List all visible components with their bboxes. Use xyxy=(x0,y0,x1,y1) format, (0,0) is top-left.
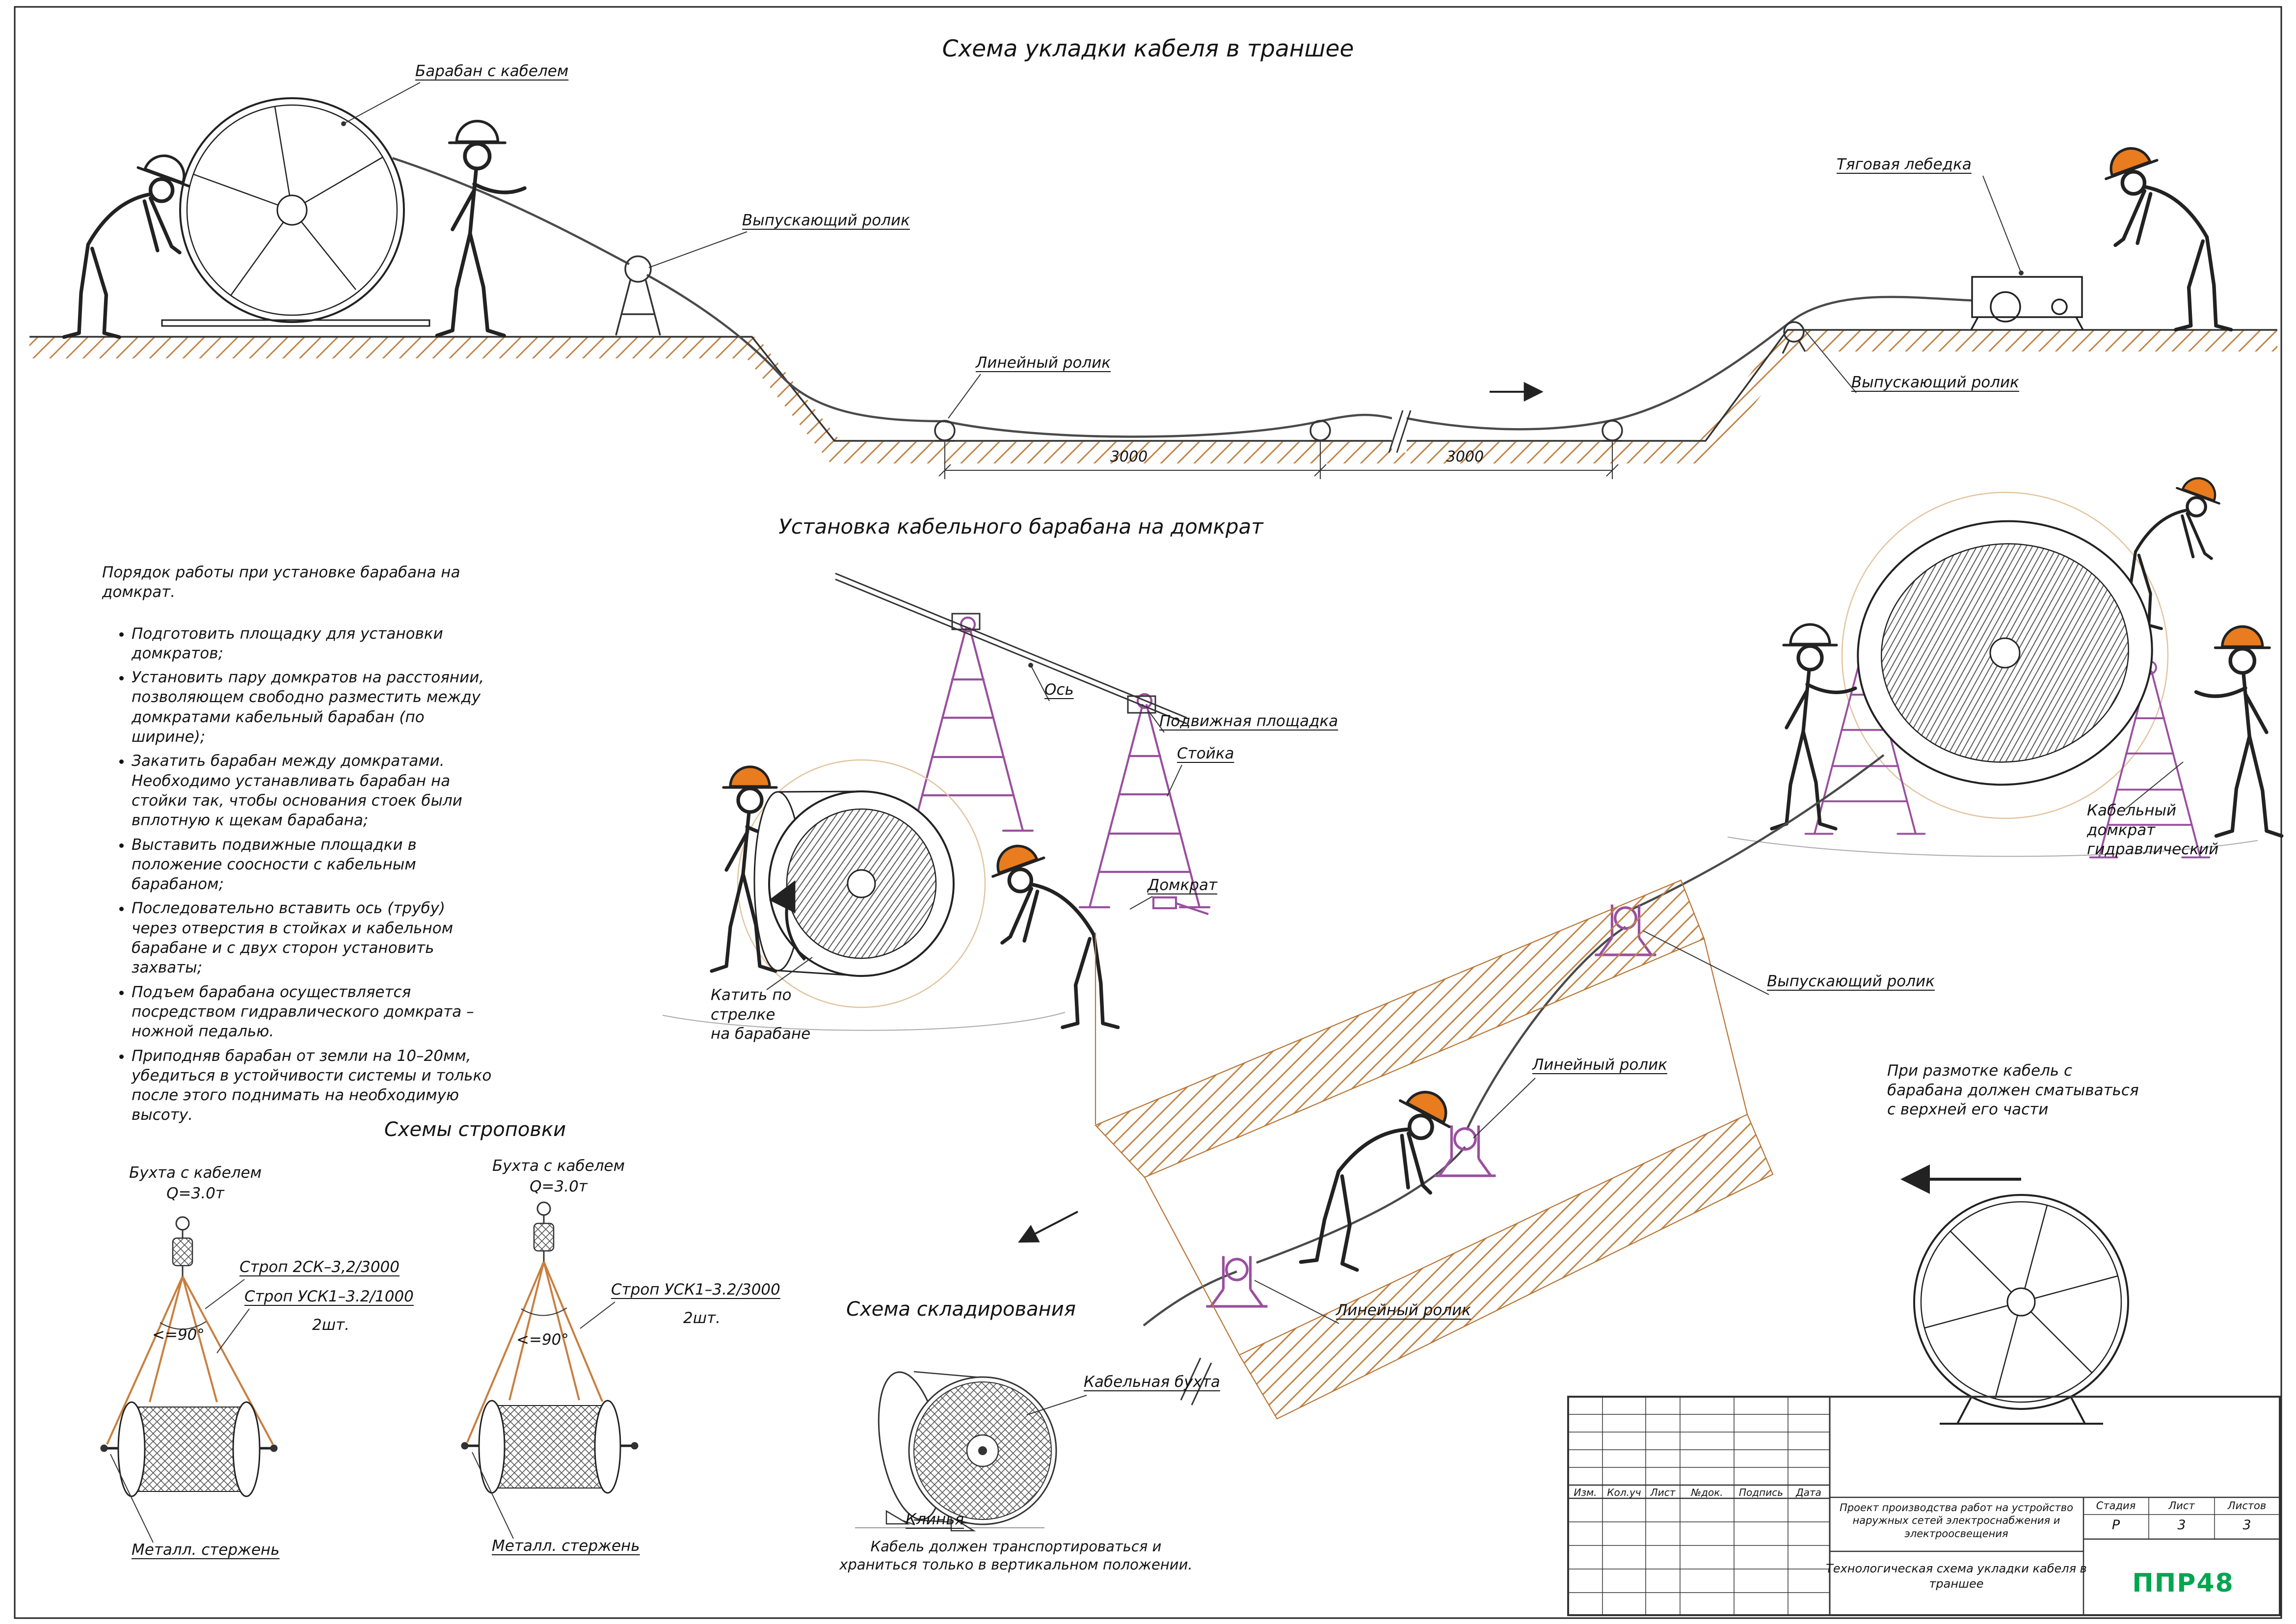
roll-direction-note: Катить по стрелке на барабане xyxy=(711,986,811,1043)
movable-platform-label: Подвижная площадка xyxy=(1159,712,1338,730)
procedure-item: Последовательно вставить ось (трубу) чер… xyxy=(132,898,495,977)
tb-header-list: Лист xyxy=(1650,1487,1676,1498)
wedge xyxy=(950,1516,976,1532)
rod-label-right: Металл. стержень xyxy=(492,1537,640,1555)
linear-roller-1-label: Линейный ролик xyxy=(1532,1056,1668,1074)
storage-diagram xyxy=(855,1371,1057,1532)
sheet-border xyxy=(14,6,2282,1619)
procedure-item: Приподняв барабан от земли на 10–20мм, у… xyxy=(132,1046,495,1125)
phantom-drum-outline xyxy=(1841,491,2169,819)
rolled-drum xyxy=(753,790,955,977)
worker-figure xyxy=(2099,140,2231,330)
foot-jack-pedal xyxy=(1152,896,1209,915)
sling-label-right: Строп УСК1–3.2/3000 xyxy=(611,1281,780,1299)
storage-note: Кабель должен транспортироваться и храни… xyxy=(839,1538,1193,1573)
dimension-3000-left: 3000 xyxy=(1110,448,1148,465)
procedure-item: Подготовить площадку для установки домкр… xyxy=(132,624,495,664)
tb-stage-label: Стадия xyxy=(2096,1500,2136,1512)
linear-roller-label: Линейный ролик xyxy=(976,354,1111,372)
title-block xyxy=(1567,1396,2281,1616)
installed-drum xyxy=(1857,520,2153,786)
tb-header-data: Дата xyxy=(1796,1487,1821,1498)
release-roller-mid-label: Выпускающий ролик xyxy=(1767,973,1935,990)
roll-direction-arrow xyxy=(769,880,806,961)
phantom-drum-outline xyxy=(737,759,986,1008)
coil-weight-left: Q=3.0т xyxy=(166,1185,224,1202)
procedure-item: Закатить барабан между домкратами. Необх… xyxy=(132,751,495,830)
release-roller-right-label: Выпускающий ролик xyxy=(1851,374,2019,391)
dimension-lines xyxy=(938,442,1619,479)
release-roller-label: Выпускающий ролик xyxy=(742,212,910,229)
axis-tube xyxy=(835,572,1187,725)
tb-sheets-value: 3 xyxy=(2243,1517,2251,1533)
procedure-item: Выставить подвижные площадки в положение… xyxy=(132,835,495,894)
stand-label: Стойка xyxy=(1177,745,1234,762)
sling-angle-right: <=90° xyxy=(516,1331,569,1349)
tb-header-podpis: Подпись xyxy=(1739,1487,1783,1498)
sling-2-label: Строп УСК1–3.2/1000 xyxy=(244,1288,414,1305)
procedure-item: Установить пару домкратов на расстоянии,… xyxy=(132,668,495,747)
procedure-item: Подъем барабана осуществляется посредств… xyxy=(132,982,495,1042)
unwind-note: При размотке кабель с барабана должен см… xyxy=(1887,1062,2139,1119)
coil-label-right: Бухта с кабелем xyxy=(492,1157,625,1175)
dimension-3000-right: 3000 xyxy=(1446,448,1484,465)
break-symbol xyxy=(1388,407,1412,453)
tb-sheet-label: Лист xyxy=(2168,1500,2195,1512)
company-logo: ППР48 xyxy=(2132,1569,2234,1598)
drum-with-cable-label: Барабан с кабелем xyxy=(415,62,569,80)
trench-isometric xyxy=(1095,879,1774,1420)
sling-diagram-left xyxy=(100,1216,278,1497)
cable-jack-label: Кабельный домкрат гидравлический xyxy=(2087,802,2219,859)
wedges-label: Клинья xyxy=(906,1511,964,1528)
procedure-block: Порядок работы при установке барабана на… xyxy=(102,563,495,1130)
sling-1-label: Строп 2СК–3,2/3000 xyxy=(240,1258,400,1276)
storage-title: Схема складирования xyxy=(846,1298,1076,1321)
trench-profile-scene xyxy=(29,97,2277,479)
linear-rollers xyxy=(934,321,1806,442)
cable-line xyxy=(1143,754,1885,1326)
coil-label-left: Бухта с кабелем xyxy=(129,1164,262,1182)
coil-weight-right: Q=3.0т xyxy=(530,1178,587,1195)
sling-qty-right: 2шт. xyxy=(683,1309,721,1327)
unwinding-drum xyxy=(1913,1194,2129,1425)
winch xyxy=(1970,276,2084,330)
sling-diagram-right xyxy=(461,1201,639,1494)
tb-header-koluch: Кол.уч xyxy=(1607,1487,1641,1498)
sling-angle-left: <=90° xyxy=(152,1326,205,1344)
release-roller xyxy=(615,255,661,336)
tb-stage-value: Р xyxy=(2111,1517,2120,1533)
worker-figure xyxy=(437,121,525,336)
slinging-diagrams xyxy=(100,1201,639,1497)
worker-figure xyxy=(986,838,1118,1028)
procedure-list: Подготовить площадку для установки домкр… xyxy=(102,624,495,1125)
tb-doc-title: Технологическая схема укладки кабеля в т… xyxy=(1826,1562,2087,1591)
rod-label-left: Металл. стержень xyxy=(132,1541,280,1559)
cable-coil-label: Кабельная бухта xyxy=(1084,1373,1220,1391)
axis-label: Ось xyxy=(1044,681,1074,699)
procedure-heading: Порядок работы при установке барабана на… xyxy=(102,564,460,601)
tb-sheets-label: Листов xyxy=(2227,1500,2267,1512)
wedge xyxy=(885,1510,910,1525)
tb-project-name: Проект производства работ на устройство … xyxy=(1840,1502,2073,1540)
jack-label: Домкрат xyxy=(1148,876,1218,894)
linear-roller-2-label: Линейный ролик xyxy=(1336,1301,1471,1319)
cable-drum xyxy=(161,97,430,327)
jack-stand xyxy=(903,618,1033,831)
jack-installation-scene xyxy=(662,472,2282,1425)
linear-roller xyxy=(1435,1126,1496,1176)
leader-lines xyxy=(110,82,2184,1543)
slinging-title: Схемы строповки xyxy=(384,1118,566,1141)
tb-sheet-value: 3 xyxy=(2177,1517,2186,1533)
jack-section-title: Установка кабельного барабана на домкрат xyxy=(778,514,1263,539)
tb-header-izm: Изм. xyxy=(1574,1487,1597,1498)
worker-figure xyxy=(64,148,196,337)
winch-label: Тяговая лебедка xyxy=(1837,156,1972,173)
trench-direction-arrow xyxy=(1018,1211,1078,1243)
sling-qty-left: 2шт. xyxy=(312,1316,350,1334)
tb-header-ndok: №док. xyxy=(1691,1487,1723,1498)
page-title: Схема укладки кабеля в траншее xyxy=(942,35,1354,62)
